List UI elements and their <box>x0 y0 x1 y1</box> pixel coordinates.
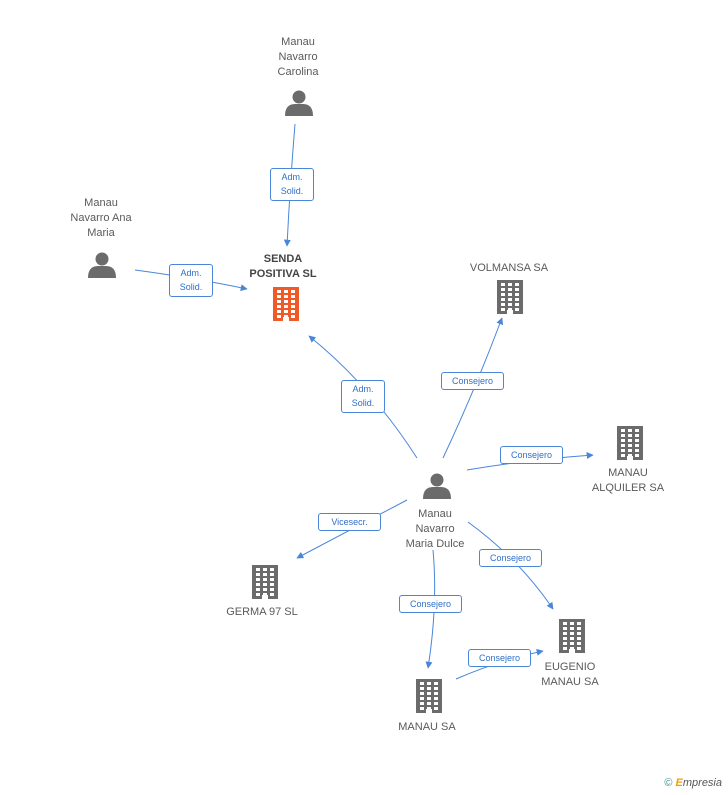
edge-label-dulce-manausa[interactable]: Consejero <box>399 595 462 613</box>
node-label-dulce[interactable]: Manau Navarro Maria Dulce <box>405 508 465 550</box>
node-label-carolina[interactable]: Manau Navarro Carolina <box>277 36 319 78</box>
building-icon-senda[interactable] <box>273 287 299 321</box>
node-label-germa[interactable]: GERMA 97 SL <box>226 606 298 618</box>
building-icon-alquiler[interactable] <box>617 426 643 460</box>
edge-label-dulce-germa[interactable]: Vicesecr. <box>318 513 381 531</box>
edge-label-dulce-volmansa[interactable]: Consejero <box>441 372 504 390</box>
brand-initial: E <box>675 777 683 789</box>
building-icon-eugenio[interactable] <box>559 619 585 653</box>
person-icon-ana[interactable] <box>88 252 116 279</box>
copyright-symbol: © <box>664 777 673 789</box>
brand-name: mpresia <box>682 777 722 789</box>
person-icon-dulce[interactable] <box>423 473 451 500</box>
node-label-ana[interactable]: Manau Navarro Ana Maria <box>70 197 132 239</box>
footer-brand: © Empresia <box>664 777 722 789</box>
node-label-alquiler[interactable]: MANAU ALQUILER SA <box>591 467 665 494</box>
node-label-volmansa[interactable]: VOLMANSA SA <box>469 262 549 274</box>
node-label-eugenio[interactable]: EUGENIO MANAU SA <box>541 661 599 688</box>
edge-label-dulce-eugenio[interactable]: Consejero <box>479 549 542 567</box>
building-icon-manausa[interactable] <box>416 679 442 713</box>
edge-label-ana-senda[interactable]: Adm. Solid. <box>169 264 213 297</box>
node-label-senda[interactable]: SENDA POSITIVA SL <box>249 253 317 280</box>
edge-label-carolina-senda[interactable]: Adm. Solid. <box>270 168 314 201</box>
person-icon-carolina[interactable] <box>285 90 313 117</box>
building-icon-germa[interactable] <box>252 565 278 599</box>
edge-label-dulce-alquiler[interactable]: Consejero <box>500 446 563 464</box>
edge-label-manausa-eugenio[interactable]: Consejero <box>468 649 531 667</box>
edge-label-dulce-senda[interactable]: Adm. Solid. <box>341 380 385 413</box>
building-icon-volmansa[interactable] <box>497 280 523 314</box>
node-label-manausa[interactable]: MANAU SA <box>398 721 456 733</box>
